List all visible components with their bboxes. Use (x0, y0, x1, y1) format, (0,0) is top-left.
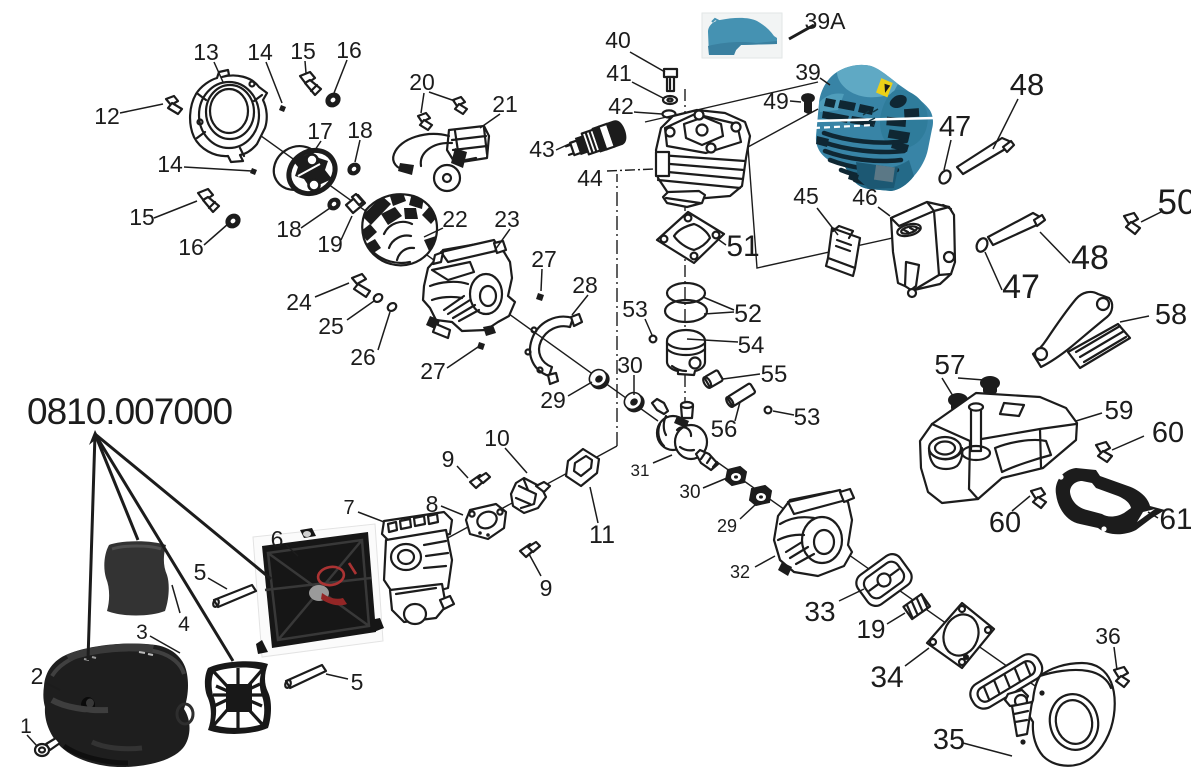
svg-text:49: 49 (763, 88, 789, 114)
svg-text:47: 47 (939, 111, 971, 143)
svg-text:7: 7 (343, 497, 354, 519)
svg-text:19: 19 (857, 614, 886, 644)
svg-text:1: 1 (20, 715, 32, 738)
svg-text:17: 17 (307, 118, 333, 144)
svg-text:11: 11 (589, 521, 615, 549)
svg-text:45: 45 (793, 183, 819, 209)
svg-text:60: 60 (1152, 417, 1184, 449)
svg-text:56: 56 (711, 416, 738, 443)
svg-text:9: 9 (540, 575, 553, 601)
svg-text:53: 53 (622, 296, 648, 322)
svg-text:27: 27 (420, 358, 446, 384)
svg-text:61: 61 (1159, 503, 1191, 536)
svg-text:2: 2 (31, 663, 44, 689)
svg-text:30: 30 (617, 352, 643, 378)
svg-text:25: 25 (318, 313, 344, 339)
svg-text:50: 50 (1158, 183, 1191, 222)
svg-text:54: 54 (738, 332, 765, 359)
svg-text:24: 24 (286, 289, 312, 315)
svg-text:23: 23 (494, 206, 520, 232)
svg-text:29: 29 (540, 387, 566, 413)
svg-text:41: 41 (606, 60, 632, 86)
svg-text:6: 6 (271, 526, 284, 552)
svg-text:16: 16 (336, 37, 362, 63)
svg-text:20: 20 (409, 69, 435, 95)
svg-text:21: 21 (492, 91, 518, 117)
svg-text:5: 5 (351, 669, 364, 695)
svg-text:0810.007000: 0810.007000 (27, 391, 232, 432)
svg-text:53: 53 (794, 404, 821, 431)
svg-text:60: 60 (989, 507, 1021, 539)
svg-text:27: 27 (531, 246, 557, 272)
svg-text:40: 40 (605, 27, 631, 53)
svg-text:18: 18 (276, 216, 302, 242)
svg-text:5: 5 (194, 559, 207, 585)
svg-text:18: 18 (347, 117, 373, 143)
svg-text:39: 39 (795, 59, 821, 85)
svg-text:42: 42 (608, 93, 634, 119)
svg-text:39A: 39A (805, 8, 847, 34)
svg-text:59: 59 (1105, 395, 1134, 425)
svg-text:51: 51 (726, 230, 759, 263)
svg-text:12: 12 (94, 103, 120, 129)
svg-text:48: 48 (1071, 239, 1109, 277)
svg-text:22: 22 (442, 206, 468, 232)
svg-text:19: 19 (317, 231, 343, 257)
svg-text:8: 8 (426, 491, 439, 517)
svg-text:58: 58 (1155, 299, 1187, 331)
svg-text:32: 32 (730, 562, 750, 582)
svg-text:10: 10 (484, 425, 510, 451)
svg-text:48: 48 (1010, 67, 1044, 102)
svg-text:57: 57 (934, 349, 965, 380)
svg-text:15: 15 (290, 38, 316, 64)
svg-text:15: 15 (129, 204, 155, 230)
svg-text:33: 33 (804, 596, 835, 627)
svg-text:4: 4 (178, 613, 190, 636)
svg-text:9: 9 (442, 446, 455, 472)
svg-text:30: 30 (679, 482, 700, 503)
svg-text:43: 43 (529, 136, 555, 162)
svg-text:28: 28 (572, 272, 598, 298)
svg-text:14: 14 (157, 151, 183, 177)
svg-text:35: 35 (933, 724, 965, 756)
svg-text:44: 44 (577, 165, 603, 191)
svg-text:47: 47 (1002, 268, 1040, 306)
svg-text:46: 46 (852, 184, 878, 210)
svg-text:16: 16 (178, 234, 204, 260)
svg-text:29: 29 (717, 516, 737, 536)
svg-text:31: 31 (631, 461, 650, 480)
svg-text:26: 26 (350, 344, 376, 370)
svg-text:55: 55 (761, 361, 788, 388)
svg-text:36: 36 (1095, 623, 1121, 649)
svg-text:34: 34 (870, 661, 903, 694)
svg-text:14: 14 (247, 39, 273, 65)
svg-text:3: 3 (136, 621, 148, 644)
svg-text:52: 52 (734, 300, 762, 328)
svg-text:13: 13 (193, 39, 219, 65)
